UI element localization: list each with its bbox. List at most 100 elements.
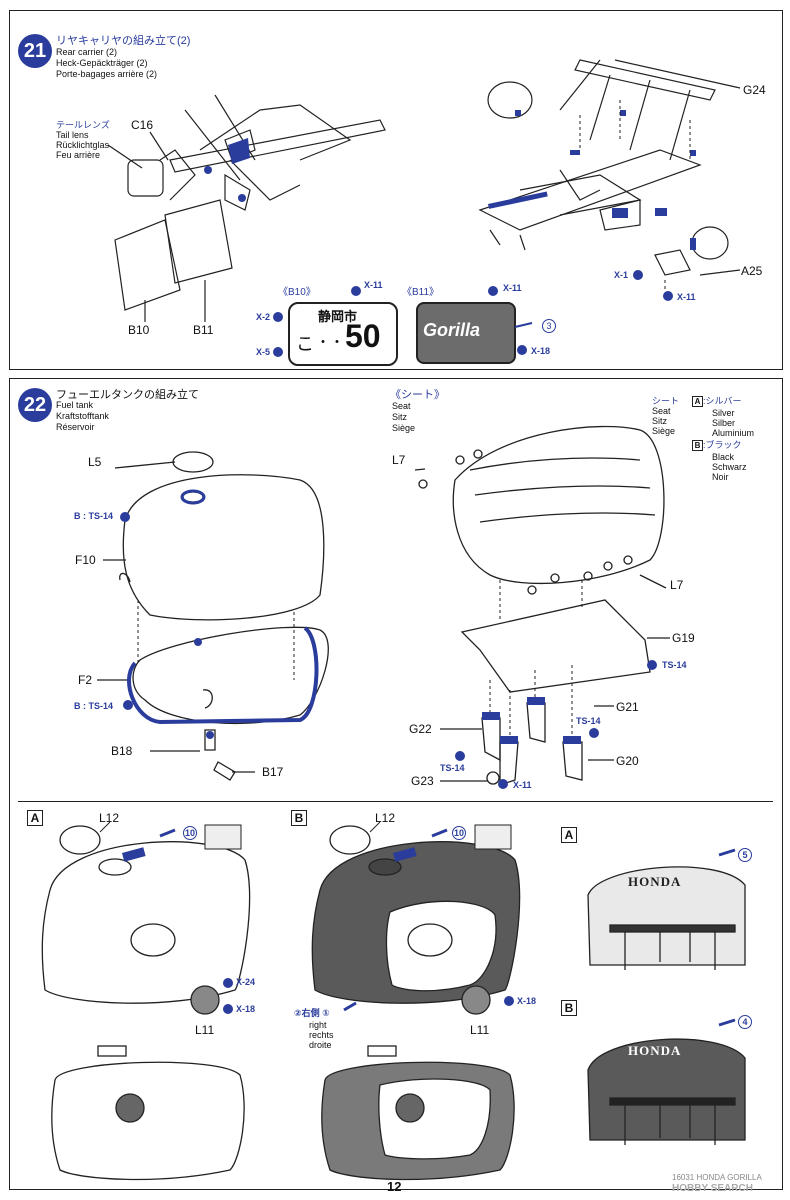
screw-x11-a25: X-11 [677, 292, 696, 302]
paint-ts14-tank-bottom: B : TS-14 [74, 701, 114, 711]
plate-b10-kana: こ [296, 334, 314, 354]
a-tank-decal-10: 10 [183, 826, 197, 840]
screw-x11-top-b11: X-11 [503, 283, 522, 293]
step-21-title-jp: リヤキャリヤの組み立て(2) [56, 35, 191, 47]
part-l7-bottom: L7 [670, 578, 684, 592]
paint-ts14-g19: TS-14 [662, 660, 687, 670]
plate-b10-city: 静岡市 [318, 309, 358, 324]
seat-head-de: Sitz [392, 412, 408, 422]
plate-b10-dots: ・・ [316, 334, 344, 350]
step-22-title-jp: フューエルタンクの組み立て [56, 389, 199, 401]
a-seat-decal-5: 5 [738, 848, 752, 862]
step-21-title-fr: Porte-bagages arrière (2) [56, 69, 158, 79]
screw-x11-g23: X-11 [513, 780, 532, 790]
watermark-brand: HOBBY SEARCH [672, 1183, 753, 1194]
plate-b10-tag: 《B10》 [278, 287, 316, 298]
page-number: 12 [387, 1179, 402, 1194]
variant-a-seat-letter: A [561, 827, 577, 843]
step-21-title-de: Heck-Gepäckträger (2) [56, 58, 148, 68]
b-tank-decal-10: 10 [452, 826, 466, 840]
part-a25: A25 [741, 264, 763, 278]
variant-b-tank-letter: B [291, 810, 307, 826]
paint-ts14-g22: TS-14 [440, 763, 465, 773]
screw-x2: X-2 [256, 312, 271, 322]
watermark-code: 16031 HONDA GORILLA [672, 1173, 762, 1182]
part-b18: B18 [111, 744, 133, 758]
tail-lens-jp: テールレンズ [56, 120, 110, 130]
part-g24: G24 [743, 83, 766, 97]
part-g19: G19 [672, 631, 695, 645]
seat-callout-en: Seat [652, 406, 671, 416]
b-seat-decal-4: 4 [738, 1015, 752, 1029]
plate-b11-tag: 《B11》 [402, 287, 440, 298]
color-key-a-en: Silver [712, 408, 735, 418]
color-key-b-de: Schwarz [712, 462, 747, 472]
a-seat-brand: HONDA [628, 874, 682, 889]
paint-ts14-tank-top: B : TS-14 [74, 511, 114, 521]
screw-x11-top-b10: X-11 [364, 280, 383, 290]
part-g22: G22 [409, 722, 432, 736]
decal-3-badge: 3 [542, 319, 556, 333]
color-key-a-letter: A [692, 396, 703, 407]
b-tank-x18: X-18 [517, 996, 537, 1006]
color-key-b-en: Black [712, 452, 735, 462]
part-l7-top: L7 [392, 453, 406, 467]
seat-callout-de: Sitz [652, 416, 668, 426]
color-key-a: A:シルバー [692, 396, 742, 407]
tail-lens-fr: Feu arrière [56, 150, 101, 160]
step-22-title-fr: Réservoir [56, 422, 95, 432]
seat-callout-fr: Siège [652, 426, 676, 436]
step-21-number: 21 [18, 34, 52, 68]
color-key-b-fr: Noir [712, 472, 729, 482]
plate-b10-number: 50 [345, 318, 381, 354]
seat-head-fr: Siège [392, 423, 416, 433]
b-tank-emblem-label: L11 [470, 1023, 490, 1037]
variant-a-tank-letter: A [27, 810, 43, 826]
step-22-title-de: Kraftstofftank [56, 411, 109, 421]
color-key-a-de: Silber [712, 418, 736, 428]
b-tank-cap-label: L12 [375, 811, 396, 825]
color-key-b-letter: B [692, 440, 703, 451]
b-tank-side-en: right [309, 1020, 327, 1030]
part-g21: G21 [616, 700, 639, 714]
b-seat-brand: HONDA [628, 1043, 682, 1058]
color-key-a-fr: Aluminium [712, 428, 755, 438]
part-g20: G20 [616, 754, 639, 768]
part-b11: B11 [193, 323, 214, 337]
color-key-a-jp: :シルバー [703, 396, 742, 406]
plate-b11 [416, 302, 516, 364]
plate-b11-logo: Gorilla [423, 320, 481, 340]
screw-x5: X-5 [256, 347, 271, 357]
seat-head-jp: 《シート》 [390, 389, 445, 401]
seat-head-en: Seat [392, 401, 411, 411]
step-21-title-en: Rear carrier (2) [56, 47, 118, 57]
b-tank-side-de: rechts [309, 1030, 334, 1040]
color-key-b-jp: :ブラック [703, 440, 742, 450]
plate-b10 [288, 302, 398, 366]
a-tank-x24: X-24 [236, 977, 256, 987]
b-tank-side-decal: ②右側 ① [294, 1008, 330, 1018]
screw-x1: X-1 [614, 270, 629, 280]
step-22-number: 22 [18, 388, 52, 422]
paint-ts14-g21: TS-14 [576, 716, 601, 726]
step-22-title-en: Fuel tank [56, 400, 94, 410]
variant-b-seat-letter: B [561, 1000, 577, 1016]
a-tank-emblem-label: L11 [195, 1023, 215, 1037]
a-tank-cap-label: L12 [99, 811, 120, 825]
a-tank-x18: X-18 [236, 1004, 256, 1014]
part-g23: G23 [411, 774, 434, 788]
color-key-b: B:ブラック [692, 440, 742, 451]
seat-callout-jp: シート [652, 396, 680, 406]
b-tank-side-fr: droite [309, 1040, 332, 1050]
tail-lens-en: Tail lens [56, 130, 89, 140]
part-b17: B17 [262, 765, 284, 779]
part-f2: F2 [78, 673, 93, 687]
part-l5: L5 [88, 455, 102, 469]
part-c16: C16 [131, 118, 154, 132]
divider [18, 801, 773, 802]
part-b10: B10 [128, 323, 150, 337]
